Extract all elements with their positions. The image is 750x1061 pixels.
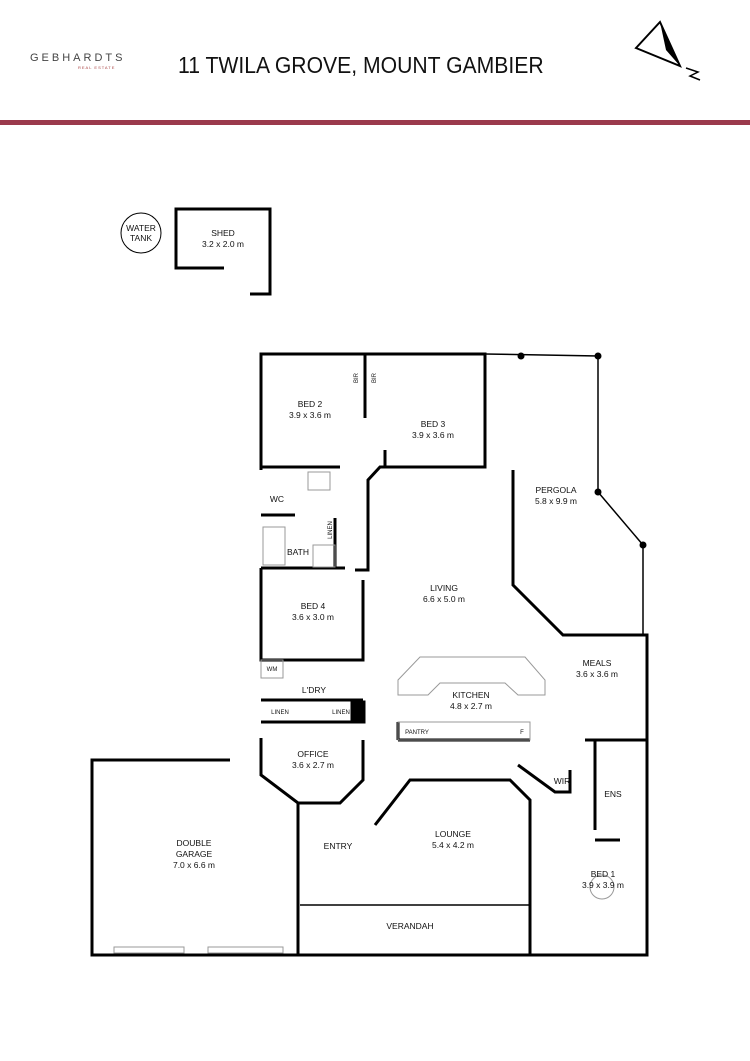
water-tank-label-2: TANK [130, 233, 152, 243]
bed4-label: BED 4 [301, 601, 326, 611]
wc-label: WC [270, 494, 284, 504]
bed1-dims: 3.9 x 3.9 m [582, 880, 624, 890]
kitchen-label: KITCHEN [452, 690, 489, 700]
living-dims: 6.6 x 5.0 m [423, 594, 465, 604]
living-label: LIVING [430, 583, 458, 593]
page-title: 11 TWILA GROVE, MOUNT GAMBIER [178, 52, 544, 78]
bed3-dims: 3.9 x 3.6 m [412, 430, 454, 440]
lounge-dims: 5.4 x 4.2 m [432, 840, 474, 850]
garage-dims: 7.0 x 6.6 m [173, 860, 215, 870]
fixture-labels: BIR BIR LINEN WM LINEN LINEN PANTRY F [267, 372, 525, 736]
pergola-posts [517, 352, 647, 549]
laundry-label: L'DRY [302, 685, 326, 695]
linen-label: LINEN [328, 521, 334, 539]
header: GEBHARDTS REAL ESTATE 11 TWILA GROVE, MO… [0, 0, 750, 120]
bir-label: BIR [372, 372, 378, 383]
wm-label: WM [267, 667, 278, 673]
bed2-dims: 3.9 x 3.6 m [289, 410, 331, 420]
bed1-label: BED 1 [591, 869, 616, 879]
wir-label: WIR [554, 776, 571, 786]
linen-label: LINEN [332, 710, 350, 716]
fixtures-outline [113, 471, 615, 954]
kitchen-dims: 4.8 x 2.7 m [450, 701, 492, 711]
pergola-label: PERGOLA [535, 485, 576, 495]
linen-label: LINEN [271, 710, 289, 716]
logo: GEBHARDTS [30, 52, 126, 64]
meals-dims: 3.6 x 3.6 m [576, 669, 618, 679]
verandah-label: VERANDAH [386, 921, 433, 931]
office-dims: 3.6 x 2.7 m [292, 760, 334, 770]
room-labels: WATER TANK SHED 3.2 x 2.0 m BED 2 3.9 x … [126, 223, 624, 931]
office-label: OFFICE [297, 749, 328, 759]
garage-label: DOUBLE [177, 838, 212, 848]
ens-label: ENS [604, 789, 622, 799]
shed-dims: 3.2 x 2.0 m [202, 239, 244, 249]
bir-label: BIR [354, 372, 360, 383]
bed4-dims: 3.6 x 3.0 m [292, 612, 334, 622]
accent-bar [0, 120, 750, 125]
shed-label: SHED [211, 228, 235, 238]
lounge-label: LOUNGE [435, 829, 471, 839]
water-tank-label: WATER [126, 223, 156, 233]
north-arrow-icon [634, 20, 701, 81]
entry-label: ENTRY [324, 841, 353, 851]
meals-label: MEALS [583, 658, 612, 668]
walls [90, 207, 649, 957]
logo-subtitle: REAL ESTATE [78, 65, 116, 70]
garage-label-2: GARAGE [176, 849, 213, 859]
bed3-label: BED 3 [421, 419, 446, 429]
bath-label: BATH [287, 547, 309, 557]
pantry-label: PANTRY [405, 730, 429, 736]
fridge-label: F [520, 730, 524, 736]
bed2-label: BED 2 [298, 399, 323, 409]
pergola-dims: 5.8 x 9.9 m [535, 496, 577, 506]
